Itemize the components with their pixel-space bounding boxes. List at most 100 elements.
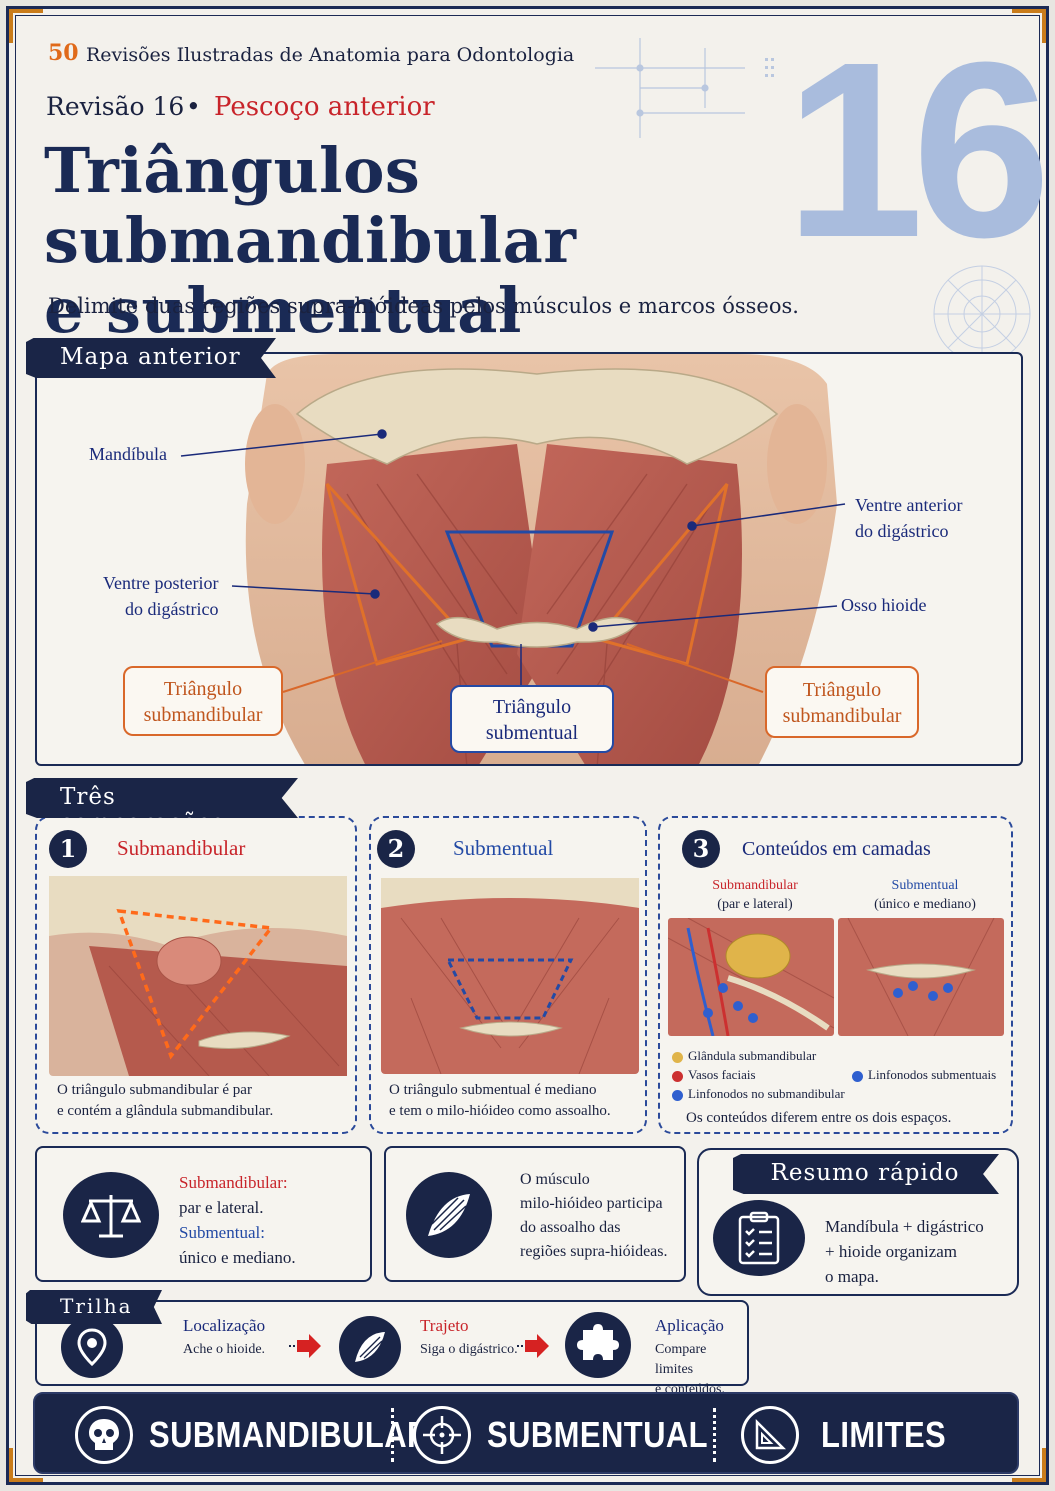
puzzle-icon-svg [577,1324,619,1360]
callout-line: Triângulo [163,678,243,700]
clipboard-icon [713,1200,805,1276]
summary-box-1-text: Submandibular: par e lateral. Submentual… [179,1170,296,1270]
scale-icon [63,1172,159,1258]
legend-text: Glândula submandibular [688,1048,817,1063]
trail-step-title: Aplicação [655,1316,724,1335]
series-mark: 50 [48,40,79,66]
trail-step-title: Trajeto [420,1316,469,1335]
callout-line: submandibular [143,704,263,726]
card-text: Os conteúdos diferem entre os dois espaç… [686,1110,952,1126]
puzzle-icon [565,1312,631,1378]
footer-bar: SUBMANDIBULAR SUBMENTUAL LIMITES [33,1392,1019,1474]
skull-icon [75,1406,133,1464]
card-number: 2 [377,830,415,868]
legend-text: Vasos faciais [688,1067,756,1082]
trail-step-text: Ache o hioide. [183,1342,266,1357]
skull-icon-svg [89,1419,119,1450]
summary-line: milo-hióideo participa [520,1195,663,1212]
clipboard-icon-svg [738,1211,780,1265]
crosshair-icon-svg [423,1416,461,1454]
label-line: do digástrico [855,521,949,541]
label-line: Ventre anterior [855,495,963,515]
label-line: Ventre posterior [103,573,219,593]
trail-step-text: Compare limites e conteúdos. [655,1340,747,1400]
label-line: do digástrico [124,599,219,619]
decorative-lines [595,38,774,138]
muscle-icon [406,1172,492,1258]
legend-right: Linfonodos submentuais [852,1065,996,1084]
review-label: Revisão 16 [46,92,185,121]
corner-ornament [9,1448,43,1482]
page-inner-border [15,15,1040,1476]
card-text-line: O triângulo submandibular é par [57,1082,252,1098]
summary-line: par e lateral. [179,1198,264,1217]
summary-line: o mapa. [825,1267,879,1286]
callout-line: submandibular [782,705,902,727]
legend-dot [852,1070,863,1082]
legend-item: Linfonodos submentuais [852,1065,996,1084]
summary-line: único e mediano. [179,1248,296,1267]
card-text: O triângulo submandibular é par e contém… [57,1080,273,1122]
legend-dot [672,1051,683,1063]
summary-box-2: O músculo milo-hióideo participa do asso… [384,1146,686,1282]
location-pin-icon-svg [77,1328,107,1366]
card-text-line: e contém a glândula submandibular. [57,1103,274,1119]
summary-line: Submentual: [179,1223,265,1242]
comparison-card-1: 1 Submandibular O triângulo submandibula… [35,816,357,1134]
legend-dot [672,1089,683,1101]
callout-line: submentual [485,722,579,744]
comparison-card-2: 2 Submentual O triângulo submentual é me… [369,816,647,1134]
banner-mapa-anterior: Mapa anterior [26,338,276,378]
set-square-icon-svg [755,1418,787,1450]
legend-text: Linfonodos no submandibular [688,1086,845,1101]
muscle-icon-svg [355,1332,385,1362]
sub-label-line: (par e lateral) [717,897,793,912]
banner-trilha: Trilha [26,1290,162,1324]
card-title: Conteúdos em camadas [742,838,931,860]
arrow-right-icon [289,1334,321,1358]
legend-item: Vasos faciais [672,1065,845,1084]
trail-text-line: Compare limites [655,1342,707,1377]
callout-submentual: Triângulo submentual [450,685,614,753]
card-text-line: O triângulo submentual é mediano [389,1082,597,1098]
anterior-map-frame: Mandíbula Ventre posterior do digástrico… [35,352,1023,766]
label-ventre-posterior: Ventre posterior do digástrico [103,570,218,622]
summary-box-3-text: Mandíbula + digástrico + hioide organiza… [825,1214,984,1289]
label-ventre-anterior: Ventre anterior do digástrico [855,492,962,544]
legend-text: Linfonodos submentuais [868,1067,997,1082]
title-line-2: e submentual [44,274,522,347]
legend-dot [672,1070,683,1082]
title-line-1: Triângulos submandibular [44,134,577,277]
card-number: 1 [49,830,87,868]
scale-icon-svg [81,1195,141,1238]
topic-label: Pescoço anterior [214,92,435,122]
submentual-illustration [381,878,639,1074]
legend-item: Linfonodos no submandibular [672,1084,845,1103]
card-text: O triângulo submentual é mediano e tem o… [389,1080,611,1122]
submentual-layers-illustration [838,918,1004,1036]
callout-submandibular-left: Triângulo submandibular [123,666,283,736]
subtitle: Delimite duas regiões supra-hióideas pel… [48,294,799,318]
callout-line: Triângulo [492,696,572,718]
corner-ornament [1012,1448,1046,1482]
set-square-icon [741,1406,799,1464]
callout-submandibular-right: Triângulo submandibular [765,666,919,738]
comparison-card-3: 3 Conteúdos em camadas Submandibular (pa… [658,816,1013,1134]
card-title: Submentual [453,836,554,860]
sub-label-line: Submandibular [712,878,798,893]
muscle-icon [339,1316,401,1378]
sub-label-line: Submentual [891,878,959,893]
footer-separator [391,1408,394,1462]
decorative-circle [933,265,1031,363]
sub-label-submandibular: Submandibular (par e lateral) [680,876,830,914]
trail-step-text: Siga o digástrico. [420,1342,518,1357]
card-title: Submandibular [117,836,246,860]
summary-line: Submandibular: [179,1173,288,1192]
main-title: Triângulos submandibular e submentual [44,136,804,346]
label-osso-hioide: Osso hioide [841,595,927,615]
legend-left: Glândula submandibular Vasos faciais Lin… [672,1046,845,1103]
submandibular-layers-illustration [668,918,834,1036]
crosshair-icon [413,1406,471,1464]
legend-item: Glândula submandibular [672,1046,845,1065]
summary-line: O músculo [520,1171,590,1188]
